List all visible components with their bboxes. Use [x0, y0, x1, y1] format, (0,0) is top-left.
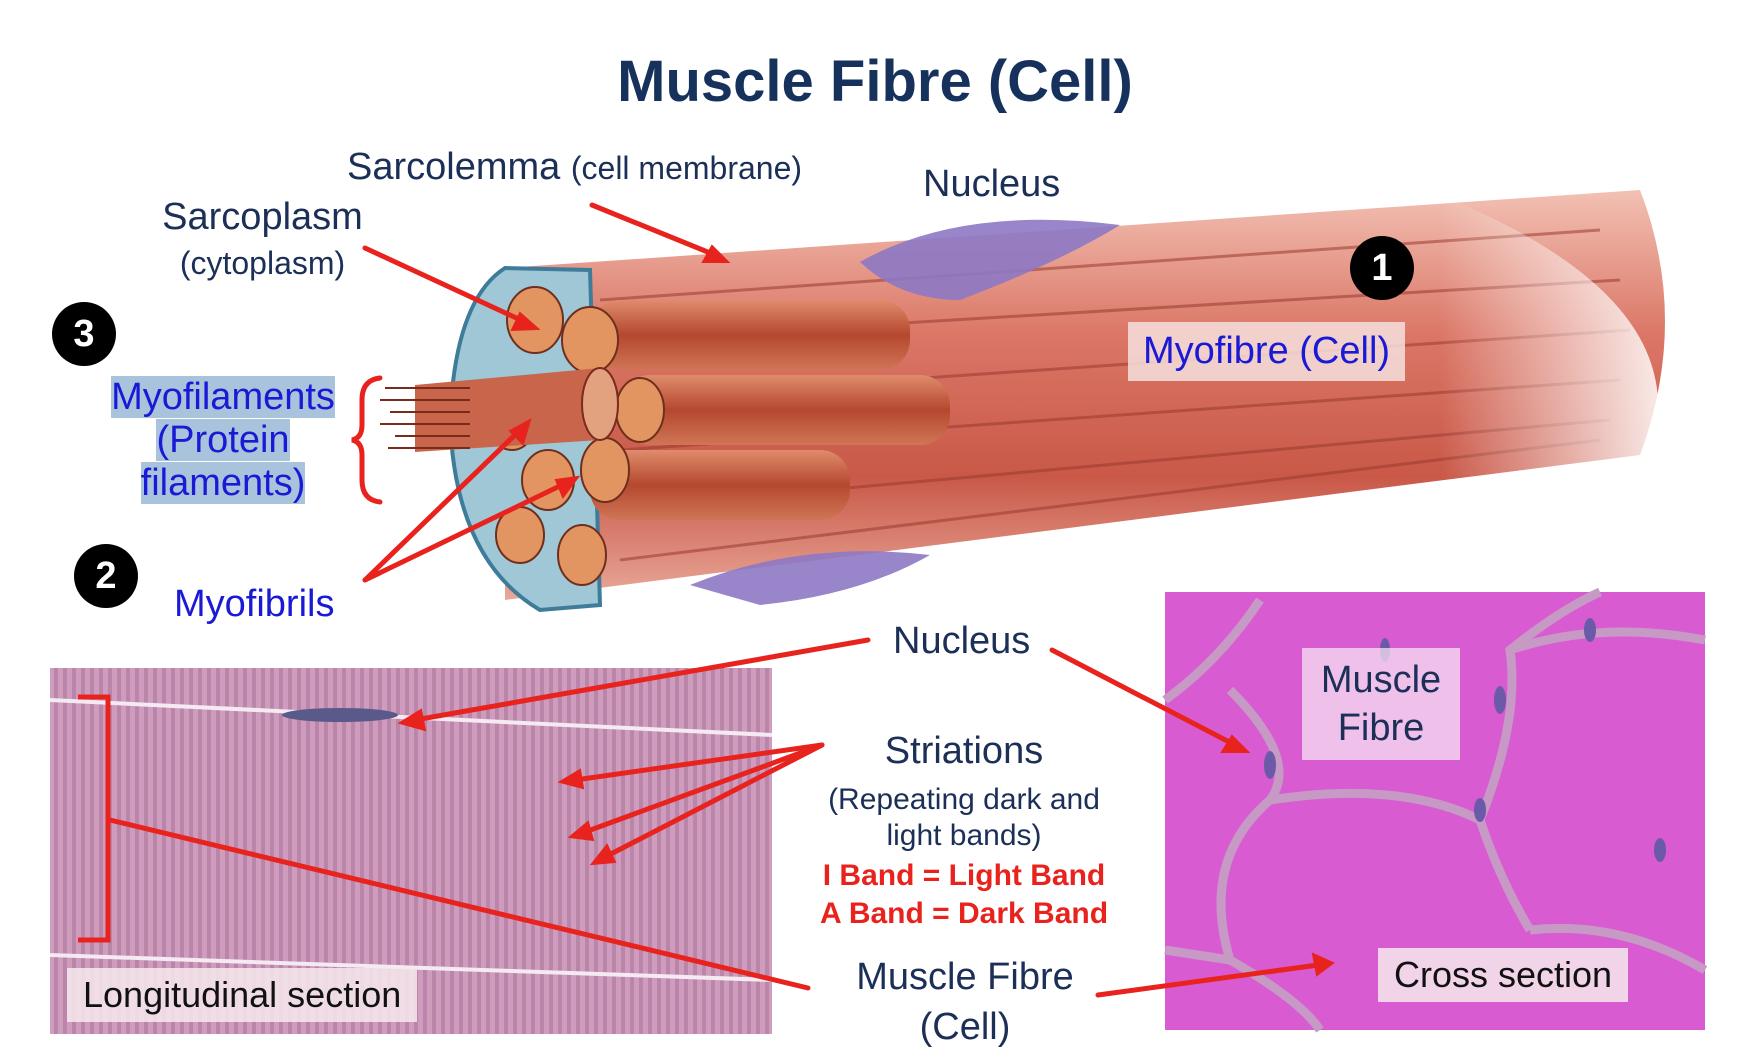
myofilaments-line3: filaments) — [140, 462, 306, 504]
myofilaments-term: Myofilaments — [111, 376, 335, 418]
micrograph-nucleus — [282, 708, 398, 722]
fibre-fade — [1440, 195, 1659, 480]
muscle-fibre-illustration — [380, 190, 1665, 613]
striations-note-line2: light bands) — [886, 819, 1042, 852]
fibre-nucleus-bottom — [690, 551, 930, 605]
nucleus-label-micrograph: Nucleus — [893, 620, 1031, 662]
page-title: Muscle Fibre (Cell) — [617, 49, 1133, 114]
sarcolemma-note: (cell membrane) — [570, 150, 803, 186]
badge-one: 1 — [1350, 236, 1414, 300]
striations-label: Striations (Repeating dark and light ban… — [804, 730, 1124, 931]
myofibril-bundle — [590, 450, 850, 520]
myofilaments-line2: (Protein — [156, 419, 290, 461]
striations-term: Striations — [884, 730, 1044, 772]
sarcolemma-label: Sarcolemma (cell membrane) — [347, 146, 802, 189]
myofilament-rod-end — [581, 367, 619, 441]
cross-section-fibre-label: Muscle Fibre — [1302, 648, 1460, 760]
muscle-fibre-label: Muscle Fibre (Cell) — [830, 952, 1100, 1052]
badge-three: 3 — [52, 302, 116, 366]
cross-section-fibre-line2: Fibre — [1337, 707, 1425, 749]
cross-section-fibre-line1: Muscle — [1320, 659, 1442, 701]
striations-note-line1: (Repeating dark and — [828, 783, 1100, 816]
sarcoplasm-note: (cytoplasm) — [179, 245, 346, 281]
i-band-label: I Band = Light Band — [822, 859, 1106, 892]
myofibril-bundle — [620, 375, 950, 445]
muscle-fibre-note: (Cell) — [919, 1006, 1011, 1048]
fibre-nucleus-top — [860, 219, 1120, 300]
nucleus-label-diagram: Nucleus — [923, 163, 1061, 205]
myofibril-bundle — [590, 300, 910, 370]
sarcolemma-term: Sarcolemma — [347, 146, 561, 188]
badge-two: 2 — [74, 544, 138, 608]
myofilament-strands — [380, 387, 470, 449]
annotation-arrows — [78, 202, 1335, 998]
sarcoplasm-label: Sarcoplasm (cytoplasm) — [155, 196, 370, 282]
sarcoplasm-term: Sarcoplasm — [162, 196, 363, 238]
myofilaments-label: Myofilaments (Protein filaments) — [108, 376, 338, 505]
cross-section-tag: Cross section — [1378, 948, 1629, 1002]
longitudinal-section-tag: Longitudinal section — [67, 968, 418, 1022]
a-band-label: A Band = Dark Band — [819, 897, 1109, 930]
muscle-fibre-term: Muscle Fibre — [856, 956, 1074, 998]
cell-boundaries — [1162, 587, 1708, 1033]
myofibrils-label: Myofibrils — [174, 583, 335, 625]
myofibre-label: Myofibre (Cell) — [1128, 322, 1406, 381]
